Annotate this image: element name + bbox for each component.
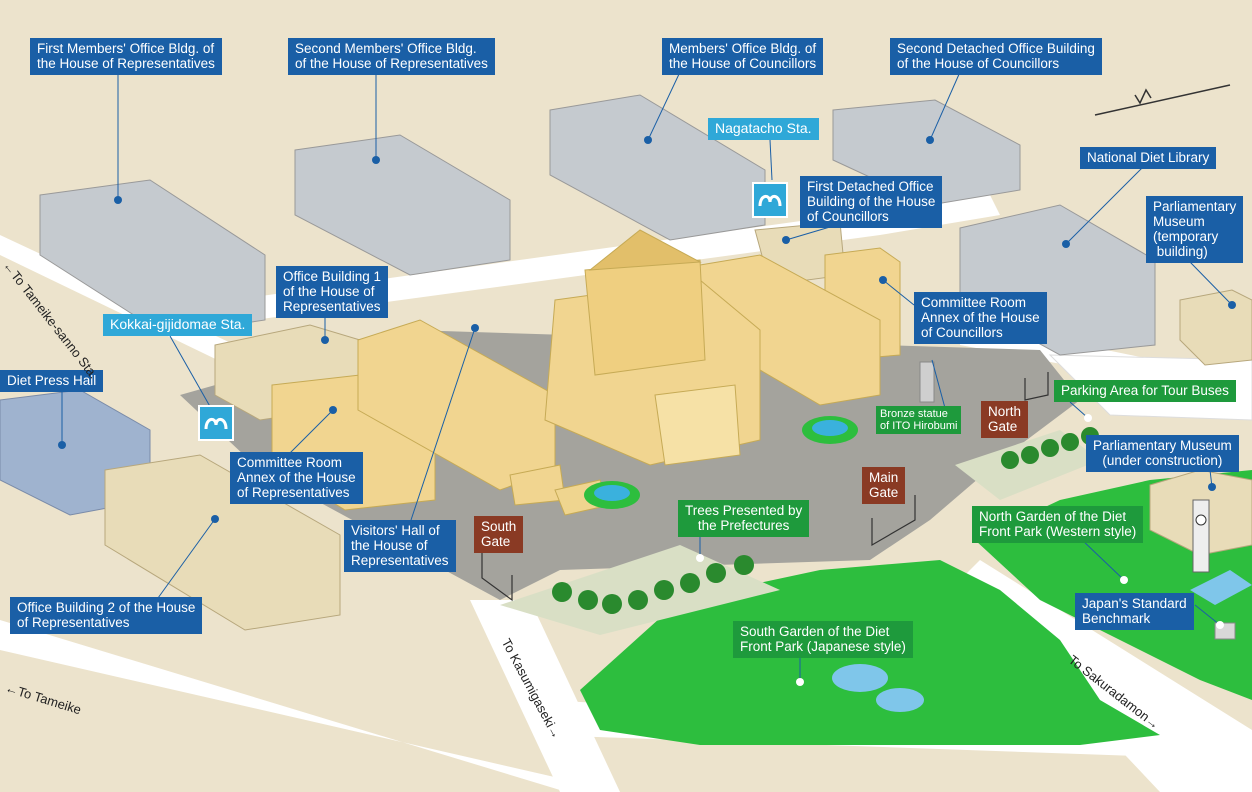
label-north-gate: North Gate <box>981 401 1029 438</box>
label-committee-councillors: Committee Room Annex of the House of Cou… <box>914 292 1047 344</box>
office-bldg2 <box>104 454 341 631</box>
label-first-detached: First Detached Office Building of the Ho… <box>800 176 943 228</box>
members-councillors-bldg <box>549 94 766 241</box>
label-parl-museum-construction: Parliamentary Museum (under construction… <box>1086 435 1239 472</box>
parl-museum-temp-bldg <box>1179 289 1252 366</box>
label-nagatacho-sta: Nagatacho Sta. <box>708 118 819 140</box>
fountains <box>584 416 858 509</box>
diet-tower-roof <box>588 229 702 271</box>
south-pond-2 <box>876 688 924 712</box>
label-main-gate: Main Gate <box>862 467 906 504</box>
diet-tower-base <box>584 259 706 376</box>
south-pond-1 <box>832 664 888 692</box>
gate-fences <box>481 372 1049 602</box>
leader-dots <box>58 136 1236 523</box>
label-visitors-hall: Visitors' Hall of the House of Represent… <box>344 520 456 572</box>
label-office-bldg2: Office Building 2 of the House of Repres… <box>10 597 203 634</box>
label-trees-presented: Trees Presented by the Prefectures <box>678 500 810 537</box>
label-japans-benchmark: Japan's Standard Benchmark <box>1075 593 1194 630</box>
diet-building <box>271 229 901 516</box>
label-parl-museum-temp: Parliamentary Museum (temporary building… <box>1146 196 1244 263</box>
label-parking: Parking Area for Tour Buses <box>1054 380 1236 402</box>
label-south-gate: South Gate <box>474 516 524 553</box>
label-first-members-rep: First Members' Office Bldg. of the House… <box>30 38 222 75</box>
label-national-diet-library: National Diet Library <box>1080 147 1217 169</box>
label-members-councillors: Members' Office Bldg. of the House of Co… <box>662 38 824 75</box>
label-second-detached: Second Detached Office Building of the H… <box>890 38 1102 75</box>
road-kasumigaseki <box>470 600 620 792</box>
label-office-bldg1: Office Building 1 of the House of Repres… <box>276 266 389 318</box>
label-bronze-statue: Bronze statue of ITO Hirobumi <box>876 406 962 434</box>
label-diet-press-hall: Diet Press Hall <box>0 370 104 392</box>
diet-portico <box>654 384 741 466</box>
label-north-garden: North Garden of the Diet Front Park (Wes… <box>972 506 1144 543</box>
label-committee-reps: Committee Room Annex of the House of Rep… <box>230 452 363 504</box>
label-second-members-rep: Second Members' Office Bldg. of the Hous… <box>288 38 495 75</box>
label-south-garden: South Garden of the Diet Front Park (Jap… <box>733 621 913 658</box>
nagatacho-metro-icon <box>752 182 788 218</box>
north-arrow <box>1094 84 1231 116</box>
north-pond <box>1190 570 1252 605</box>
label-kokkai-sta: Kokkai-gijidomae Sta. <box>103 314 253 336</box>
garden-dots <box>696 414 1224 686</box>
second-members-rep-bldg <box>294 134 511 276</box>
kokkai-metro-icon <box>198 405 234 441</box>
first-members-rep-bldg <box>39 179 266 336</box>
